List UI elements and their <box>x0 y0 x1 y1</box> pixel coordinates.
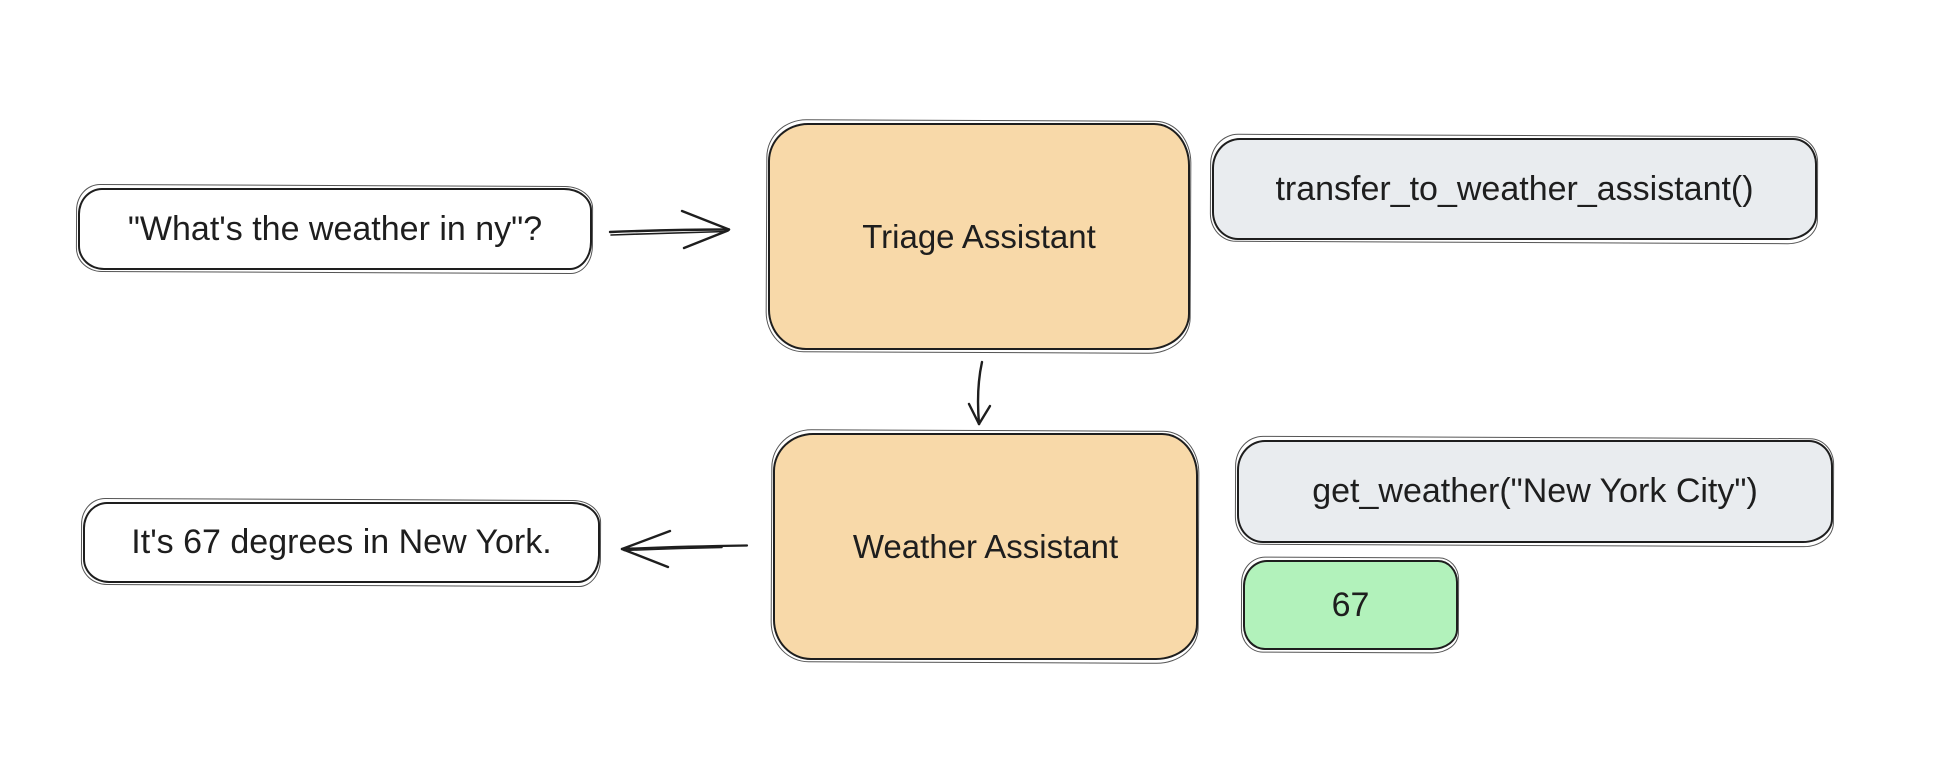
get-weather-tool-call-text: get_weather("New York City") <box>1312 472 1758 511</box>
user-message-text: "What's the weather in ny"? <box>127 209 543 248</box>
arrow-down-icon <box>953 358 1007 434</box>
arrow-left-icon <box>612 513 754 585</box>
transfer-tool-call-text: transfer_to_weather_assistant() <box>1275 169 1754 208</box>
triage-assistant-label: Triage Assistant <box>862 217 1096 255</box>
user-message-box: "What's the weather in ny"? <box>78 188 592 270</box>
arrow-right-icon <box>605 201 741 263</box>
tool-result-box: 67 <box>1243 560 1458 650</box>
get-weather-tool-call-box: get_weather("New York City") <box>1237 440 1833 543</box>
assistant-reply-text: It's 67 degrees in New York. <box>131 523 552 562</box>
weather-assistant-node: Weather Assistant <box>773 433 1198 660</box>
weather-assistant-label: Weather Assistant <box>852 527 1119 565</box>
tool-result-value: 67 <box>1331 585 1370 624</box>
triage-assistant-node: Triage Assistant <box>768 123 1190 350</box>
transfer-tool-call-box: transfer_to_weather_assistant() <box>1212 138 1817 240</box>
assistant-reply-box: It's 67 degrees in New York. <box>83 502 600 583</box>
